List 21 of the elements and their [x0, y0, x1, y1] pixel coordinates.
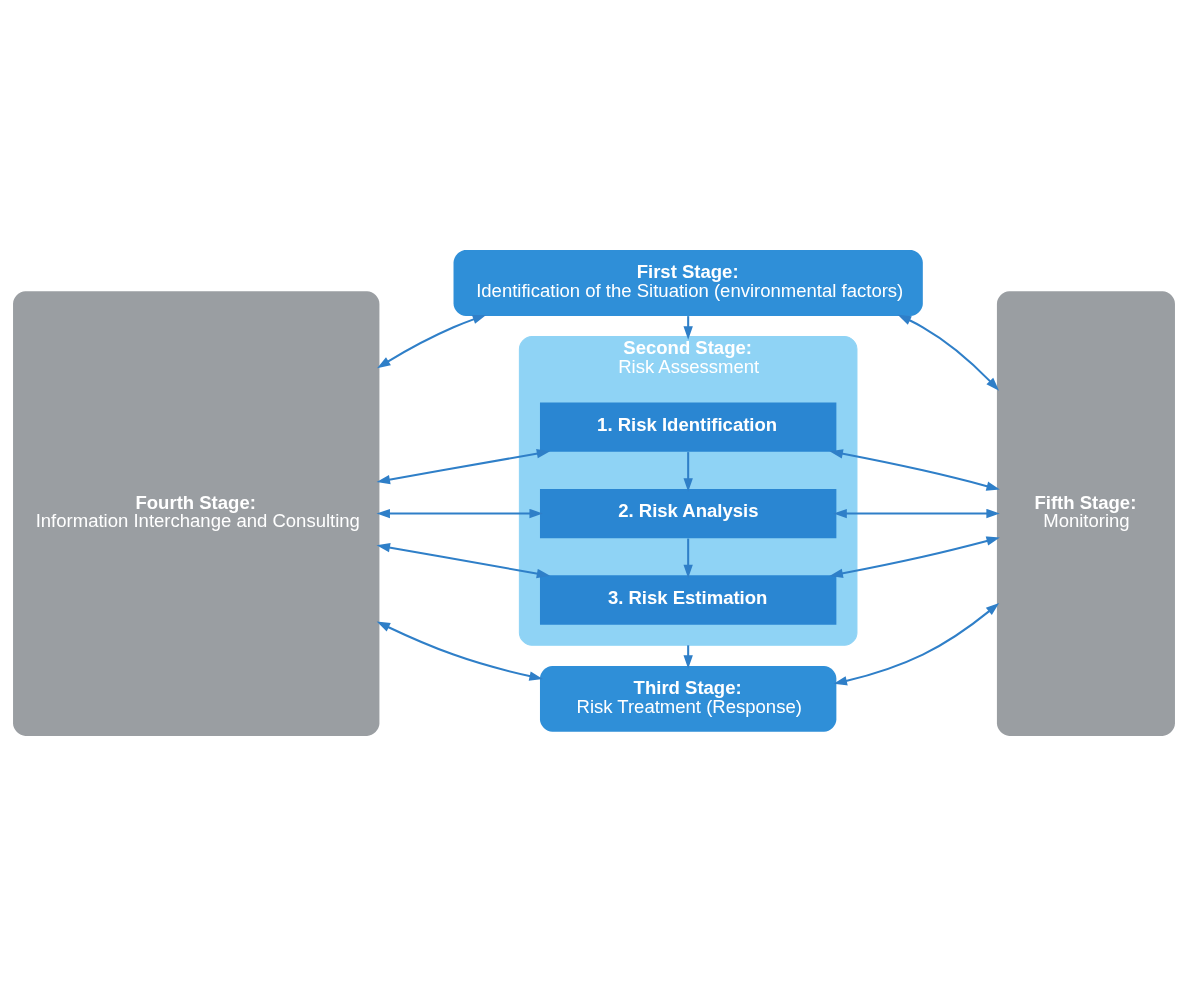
node-box: 1. Risk Identification: [539, 401, 837, 452]
arrow: [683, 644, 693, 669]
arrow: [829, 535, 1000, 578]
arrow: [683, 538, 693, 578]
arrow: [833, 508, 1000, 518]
node-box: 3. Risk Estimation: [539, 574, 837, 625]
arrow: [376, 542, 551, 578]
arrow: [377, 314, 487, 368]
arrow: [833, 602, 1000, 685]
node-box: 2. Risk Analysis: [539, 488, 837, 538]
node-box: Third Stage: Risk Treatment (Response): [539, 665, 837, 732]
arrow: [897, 314, 1000, 391]
node-box: Fourth Stage: Information Interchange and Consulting: [13, 290, 380, 736]
node-box: Fifth Stage: Monitoring: [996, 290, 1175, 736]
arrow: [829, 448, 1000, 491]
arrow: [683, 315, 693, 340]
arrow: [683, 451, 693, 492]
arrow: [376, 508, 543, 518]
node-box: First Stage: Identification of the Situation (environmental factors): [453, 249, 923, 316]
arrow: [376, 448, 551, 484]
arrow: [376, 620, 543, 681]
